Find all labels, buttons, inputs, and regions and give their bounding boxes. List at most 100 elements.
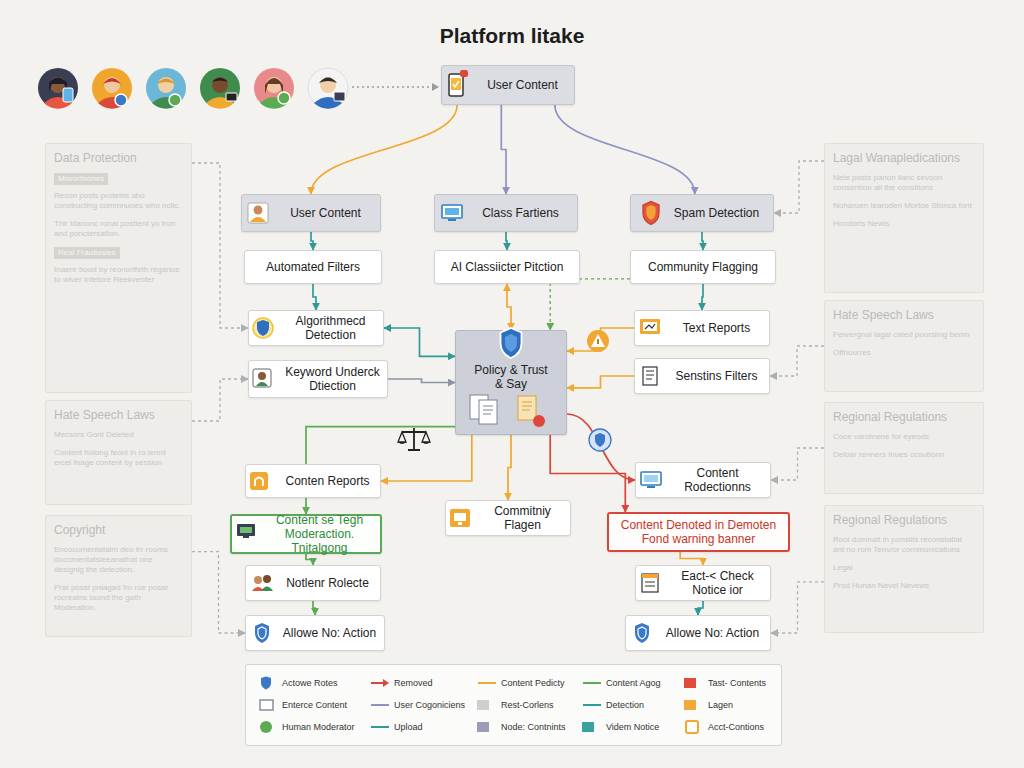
people-icon <box>252 575 273 591</box>
legend-sample-box <box>258 676 278 690</box>
avatar-part <box>334 92 345 101</box>
flow-arrow <box>501 105 506 194</box>
shield-icon-part <box>255 623 269 643</box>
legend-sample <box>370 676 390 690</box>
legend-sample-box <box>582 720 602 734</box>
shield-badge-part <box>595 433 605 447</box>
legend-item: Detection <box>582 697 644 713</box>
legal-panel: Data ProtectionMovorfoonesRecon posts pr… <box>45 143 192 393</box>
phone-icon-part <box>453 81 459 87</box>
outcome-box: Allowe No: Action <box>245 615 385 651</box>
flow-arrow <box>698 601 703 615</box>
legend-line <box>371 704 389 706</box>
process-box: Automated Filters <box>244 250 382 284</box>
node-label: Policy & Trust & Say <box>474 363 548 391</box>
process-box: Eact-< Check Notice ior <box>635 565 771 601</box>
avatar-part <box>265 78 283 94</box>
legend-item: Content Pedicty <box>477 675 565 691</box>
node-label: User Content <box>487 78 558 92</box>
document-icon-part <box>642 574 658 592</box>
node-label: Eact-< Check Notice ior <box>668 569 767 597</box>
legend-swatch <box>684 700 696 710</box>
policy-shield-part <box>501 328 522 358</box>
legend-item: Upload <box>370 719 423 735</box>
legal-panel: Hate Speech LawsFenrergnal lagal cated p… <box>824 300 984 392</box>
avatar-part <box>98 97 126 109</box>
flow-arrow <box>567 328 634 351</box>
monitor-icon-part <box>445 208 459 215</box>
legend-item: Acct-Contions <box>684 719 764 735</box>
avatar-part <box>146 68 186 108</box>
dashed-connector <box>771 582 824 633</box>
phone-icon <box>449 70 468 96</box>
policy-documents-part <box>483 406 493 414</box>
policy-documents-part <box>470 395 488 419</box>
legend-item: Node: Contnints <box>477 719 566 735</box>
legend-sample-box <box>684 720 704 734</box>
avatar-part <box>158 77 174 93</box>
avatar-part <box>50 77 66 93</box>
legend-item: Enterce Content <box>258 697 347 713</box>
node-label: User Content <box>290 206 361 220</box>
process-box: Notlenr Rolecte <box>245 565 381 601</box>
policy-shield-part <box>505 334 517 352</box>
legend-label: Human Moderator <box>282 722 355 732</box>
process-box: Content Rodectionns <box>635 462 771 498</box>
process-box: Commitniy Flagen <box>445 500 571 536</box>
monitor-icon-part <box>442 205 462 218</box>
avatar-part <box>92 68 132 108</box>
dashed-connector <box>192 379 248 421</box>
policy-documents <box>470 395 545 427</box>
panel-text: Content holong feonl in ro ienrd ercel f… <box>54 448 183 468</box>
node-label: Automated Filters <box>266 260 360 274</box>
scales-icon-part <box>402 428 426 450</box>
legend-item: Actowe Rotes <box>258 675 338 691</box>
shield-badge-part <box>589 429 611 451</box>
process-box: Text Reports <box>634 310 770 346</box>
person-icon-part <box>250 217 266 222</box>
panel-text: Legal <box>833 563 853 573</box>
warning-icon <box>587 330 609 352</box>
people-icon-part <box>254 576 262 584</box>
panel-text: Prod Hunan Nevel Nevews <box>833 581 929 591</box>
document-icon-part <box>642 574 658 578</box>
flow-arrow <box>567 414 635 480</box>
panel-tag: Movorfoones <box>54 173 108 185</box>
avatar-part <box>44 97 72 109</box>
legend-sample <box>258 720 278 734</box>
avatar-part <box>38 68 78 108</box>
panel-heading: Hate Speech Laws <box>833 308 934 322</box>
outcome-box: Content se Tegh Moderaction. Tnitalgong <box>230 514 382 554</box>
process-box: Conten Reports <box>245 464 381 498</box>
monitor-icon-part <box>240 527 252 533</box>
legal-panel: Lagal WanapledicationsNete posts panon l… <box>824 143 984 293</box>
phone-icon-part <box>449 74 463 96</box>
flow-arrow <box>313 284 316 310</box>
screen-icon-part <box>645 324 655 329</box>
phone-icon-part <box>451 78 461 90</box>
shield-icon-part <box>638 627 646 639</box>
avatar-part <box>319 78 337 84</box>
avatar-part <box>266 77 282 93</box>
legend-icon <box>260 721 272 733</box>
legend-label: Actowe Rotes <box>282 678 338 688</box>
dashed-connector <box>192 552 245 633</box>
panel-text: Fenrergnal lagal cated poorsiing berim <box>833 330 970 340</box>
monitor-icon <box>442 205 462 221</box>
monitor-icon-part <box>237 524 255 536</box>
legend-sample-box <box>477 676 497 690</box>
avatar-part <box>226 93 237 101</box>
flow-arrow <box>508 435 511 500</box>
shield-icon-part <box>635 623 649 643</box>
person-icon-part <box>258 372 266 380</box>
document-icon-part <box>645 582 655 586</box>
flow-arrow <box>306 554 313 565</box>
shield-icon-part <box>258 627 266 639</box>
avatar-part <box>169 94 181 106</box>
monitor-icon-part <box>641 472 661 485</box>
panel-text: Coce varotnene for eyeods <box>833 432 929 442</box>
avatar-part <box>314 97 342 109</box>
document-icon-part <box>646 371 654 379</box>
panel-text: Thir blanonc ronal posttent yo fron and … <box>54 219 183 239</box>
node-label: Allowe No: Action <box>666 626 759 640</box>
